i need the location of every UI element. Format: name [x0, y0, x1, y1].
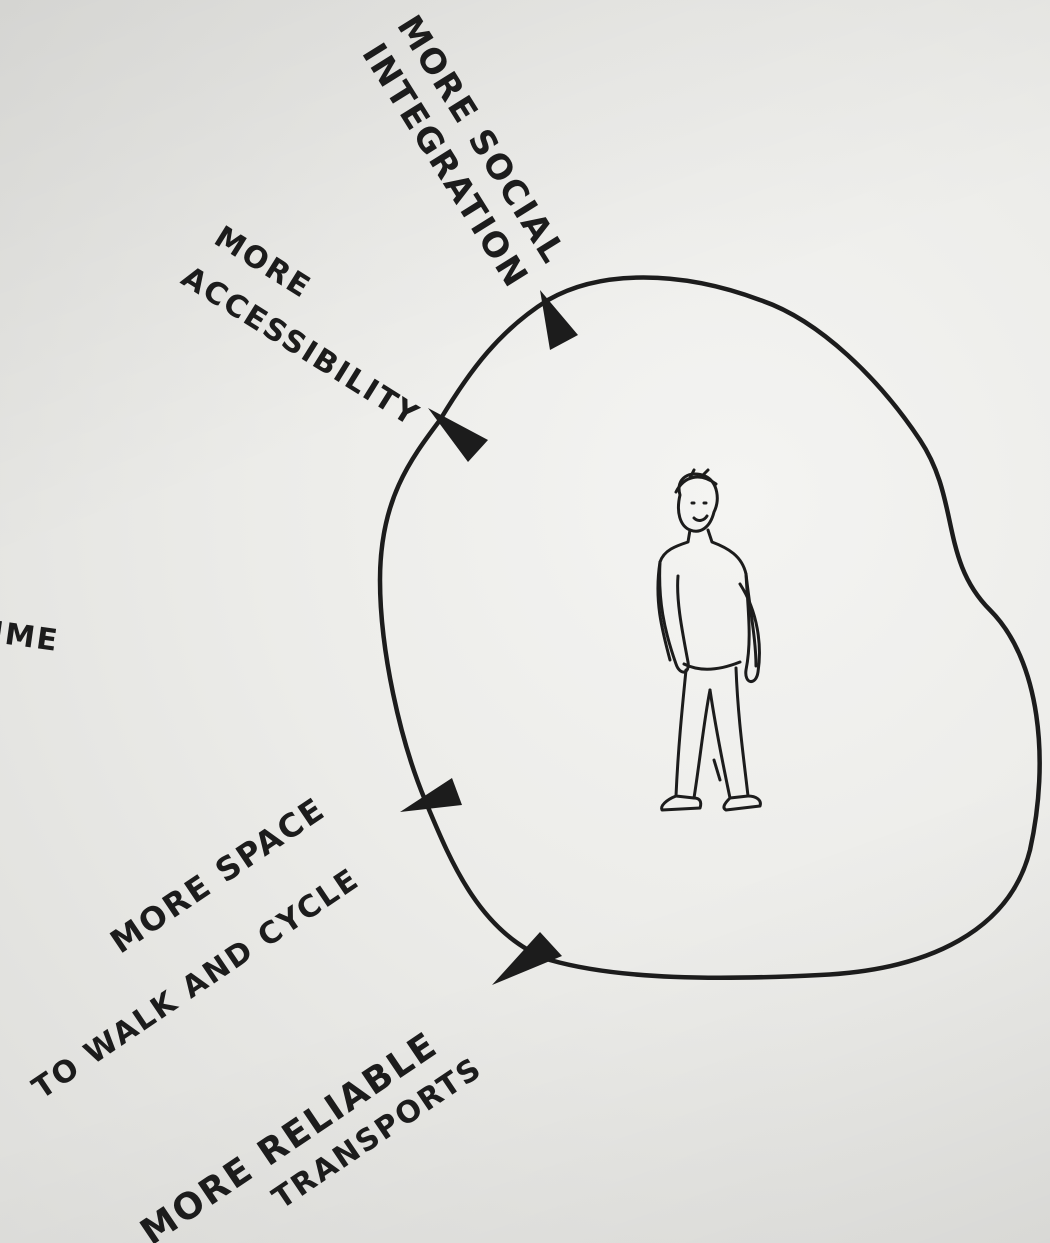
arrow-head-walk-cycle: [400, 778, 462, 812]
arrow-head-accessibility: [428, 408, 488, 462]
person-figure: [658, 470, 760, 810]
bubble-outline: [380, 278, 1040, 978]
arrow-head-social: [540, 290, 578, 350]
label-cut-off-left: IME: [0, 618, 61, 657]
arrow-head-reliable: [492, 932, 562, 985]
